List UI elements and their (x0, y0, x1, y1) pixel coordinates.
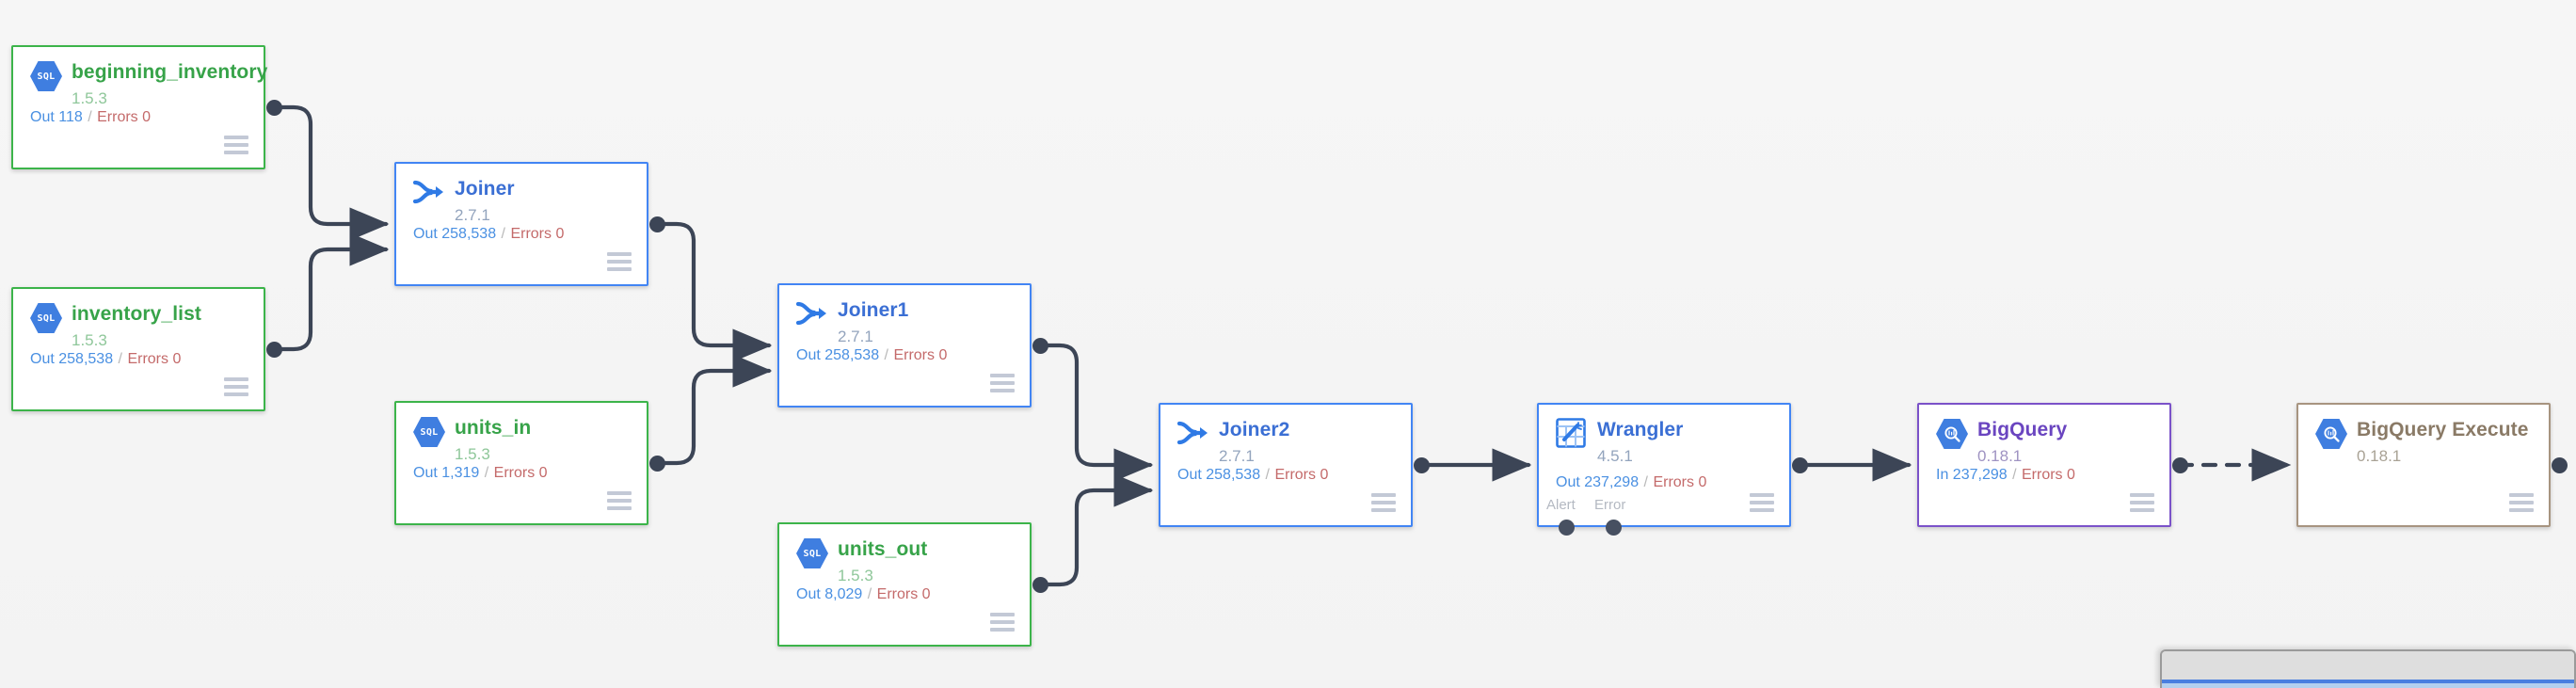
node-menu-icon[interactable] (224, 377, 248, 396)
bottom-right-panel[interactable] (2160, 649, 2576, 688)
node-units-out[interactable]: SQL units_out 1.5.3 Out 8,029 / Errors 0 (777, 522, 1032, 647)
node-title: beginning_inventory (72, 61, 268, 83)
node-beginning-inventory[interactable]: SQL beginning_inventory 1.5.3 Out 118 / … (11, 45, 268, 169)
node-menu-icon[interactable] (2509, 493, 2534, 512)
sql-hexagon-icon: SQL (30, 302, 62, 334)
node-menu-icon[interactable] (607, 491, 632, 510)
node-bigquery-execute[interactable]: BigQuery Execute 0.18.1 (2296, 403, 2551, 527)
panel-header-bar (2162, 651, 2574, 680)
output-port-units-out[interactable] (1032, 577, 1048, 593)
node-header: Joiner2 2.7.1 (1160, 405, 1411, 464)
node-version: 2.7.1 (838, 328, 873, 345)
node-title: Joiner (455, 178, 515, 200)
output-port-bigquery-execute[interactable] (2552, 457, 2568, 473)
node-version: 1.5.3 (455, 445, 490, 463)
node-header: BigQuery Execute 0.18.1 (2298, 405, 2549, 464)
wire-joiner1-to-joiner2 (1037, 343, 1154, 482)
wire-units-out-to-joiner2 (1037, 473, 1154, 587)
node-metrics: Out 118 / Errors 0 (30, 109, 152, 125)
node-version: 2.7.1 (1219, 447, 1255, 465)
node-menu-icon[interactable] (990, 374, 1015, 392)
node-metrics: Out 258,538 / Errors 0 (796, 347, 948, 363)
alert-port[interactable] (1559, 520, 1575, 536)
node-inventory-list[interactable]: SQL inventory_list 1.5.3 Out 258,538 / E… (11, 287, 265, 411)
node-menu-icon[interactable] (607, 252, 632, 271)
node-menu-icon[interactable] (1750, 493, 1774, 512)
node-title: units_in (455, 417, 532, 439)
node-title: Wrangler (1597, 419, 1684, 440)
bigquery-icon (2315, 418, 2347, 450)
output-port-inventory-list[interactable] (266, 342, 282, 358)
error-port-label: Error (1594, 497, 1626, 513)
node-title: BigQuery (1977, 419, 2068, 440)
node-version: 2.7.1 (455, 206, 490, 224)
output-port-units-in[interactable] (649, 456, 665, 472)
joiner-icon (1176, 418, 1209, 450)
output-port-beginning-inventory[interactable] (266, 100, 282, 116)
joiner-icon (412, 177, 445, 209)
node-version: 0.18.1 (1977, 447, 2023, 465)
node-metrics: Out 237,298 / Errors 0 (1556, 474, 1707, 490)
wire-inventory-list-to-joiner (271, 232, 390, 352)
node-joiner[interactable]: Joiner 2.7.1 Out 258,538 / Errors 0 (394, 162, 648, 286)
node-joiner1[interactable]: Joiner1 2.7.1 Out 258,538 / Errors 0 (777, 283, 1032, 408)
node-title: Joiner1 (838, 299, 909, 321)
node-version: 4.5.1 (1597, 447, 1633, 465)
node-bigquery[interactable]: BigQuery 0.18.1 In 237,298 / Errors 0 (1917, 403, 2171, 527)
panel-accent-bar (2162, 680, 2574, 683)
sql-hexagon-icon: SQL (30, 60, 62, 92)
node-menu-icon[interactable] (1371, 493, 1396, 512)
node-version: 0.18.1 (2357, 447, 2402, 465)
node-version: 1.5.3 (72, 89, 107, 107)
node-units-in[interactable]: SQL units_in 1.5.3 Out 1,319 / Errors 0 (394, 401, 648, 525)
bigquery-icon (1936, 418, 1968, 450)
wrangler-icon (1556, 418, 1588, 450)
error-port[interactable] (1606, 520, 1622, 536)
node-title: BigQuery Execute (2357, 419, 2529, 440)
panel-body (2162, 683, 2574, 688)
node-menu-icon[interactable] (224, 136, 248, 154)
node-metrics: Out 258,538 / Errors 0 (413, 226, 565, 242)
node-header: SQL units_in 1.5.3 (396, 403, 647, 462)
wire-joiner-to-joiner1 (654, 221, 773, 362)
sql-hexagon-icon: SQL (413, 416, 445, 448)
node-title: Joiner2 (1219, 419, 1290, 440)
node-metrics: In 237,298 / Errors 0 (1936, 467, 2075, 483)
alert-port-label: Alert (1546, 497, 1576, 513)
node-header: SQL beginning_inventory 1.5.3 (13, 47, 268, 107)
node-title: units_out (838, 538, 928, 560)
sql-hexagon-icon: SQL (796, 537, 828, 569)
node-header: Joiner 2.7.1 (396, 164, 647, 223)
node-version: 1.5.3 (72, 331, 107, 349)
wire-units-in-to-joiner1 (654, 354, 773, 466)
node-header: SQL inventory_list 1.5.3 (13, 289, 264, 348)
wire-beginning-inventory-to-joiner (271, 104, 390, 241)
output-port-wrangler[interactable] (1792, 457, 1808, 473)
node-header: Joiner1 2.7.1 (779, 285, 1030, 344)
node-metrics: Out 258,538 / Errors 0 (30, 351, 182, 367)
joiner-icon (795, 298, 828, 330)
node-metrics: Out 258,538 / Errors 0 (1177, 467, 1329, 483)
node-joiner2[interactable]: Joiner2 2.7.1 Out 258,538 / Errors 0 (1159, 403, 1413, 527)
node-menu-icon[interactable] (990, 613, 1015, 632)
node-metrics: Out 8,029 / Errors 0 (796, 586, 931, 602)
output-port-joiner2[interactable] (1414, 457, 1430, 473)
node-wrangler[interactable]: Wrangler 4.5.1 Out 237,298 / Errors 0 (1537, 403, 1791, 527)
output-port-joiner1[interactable] (1032, 338, 1048, 354)
output-port-bigquery[interactable] (2172, 457, 2188, 473)
node-header: Wrangler 4.5.1 (1539, 405, 1789, 464)
node-menu-icon[interactable] (2130, 493, 2154, 512)
output-port-joiner[interactable] (649, 216, 665, 232)
node-metrics: Out 1,319 / Errors 0 (413, 465, 548, 481)
node-header: BigQuery 0.18.1 (1919, 405, 2169, 464)
node-title: inventory_list (72, 303, 201, 325)
node-header: SQL units_out 1.5.3 (779, 524, 1030, 584)
node-version: 1.5.3 (838, 567, 873, 584)
